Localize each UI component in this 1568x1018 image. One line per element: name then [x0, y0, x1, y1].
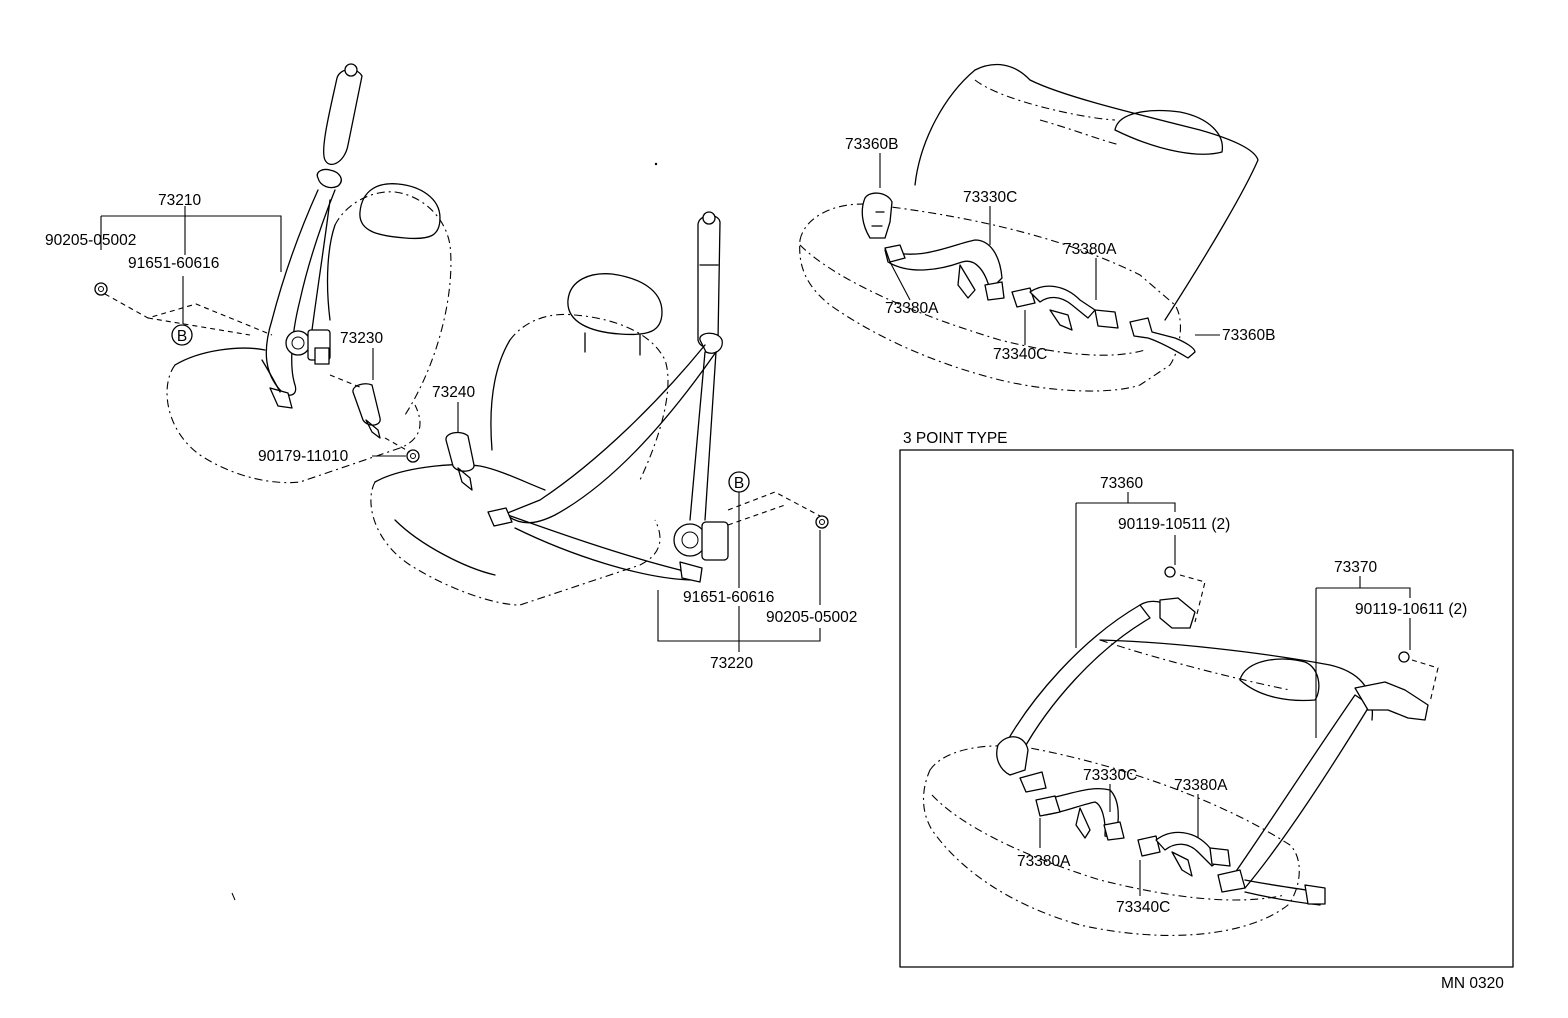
inset-headrest-right — [1239, 658, 1320, 702]
front-right-ref-b: B — [734, 475, 744, 492]
front-right-seat-back-outline — [509, 313, 669, 481]
rear-center-belt-73330c — [884, 239, 1003, 291]
front-right-lap-belt — [504, 513, 691, 581]
front-left-shoulder-anchor — [316, 168, 342, 189]
front-left-ref-b: B — [177, 328, 187, 345]
inset-3-point-type: 3 POINT TYPE — [899, 430, 1514, 968]
front-right-seat-cushion-front — [374, 464, 546, 491]
inset-left-bolt-icon — [1164, 566, 1176, 578]
inset-left-retractor — [996, 736, 1029, 776]
label-90179-11010: 90179-11010 — [258, 448, 349, 465]
front-left-lower-anchor — [269, 387, 293, 409]
label-91651-60616-right: 91651-60616 — [683, 589, 774, 606]
front-left-washer-icon — [94, 282, 108, 296]
front-right-seat-cushion-outline — [370, 481, 661, 606]
inset-seat-cushion-outline — [923, 745, 1300, 936]
front-left-adjuster-bolt — [344, 63, 358, 77]
label-90205-05002-left: 90205-05002 — [45, 232, 136, 249]
front-right-seat-assembly: B 73240 91651-60616 90205-05002 73220 — [370, 211, 857, 672]
label-73380a-top-left: 73380A — [885, 300, 939, 317]
inset-label-73380a-right: 73380A — [1174, 777, 1228, 794]
label-73360b-top-left: 73360B — [845, 136, 898, 153]
inset-label-90119-10511: 90119-10511 (2) — [1118, 516, 1230, 533]
label-73360b-top-right: 73360B — [1222, 327, 1275, 344]
front-right-seat-back-side — [490, 339, 511, 451]
front-right-shoulder-belt — [504, 344, 717, 524]
stray-dot — [654, 162, 658, 166]
rear-seatback-headrest-right — [1114, 109, 1223, 155]
inset-label-90119-10611: 90119-10611 (2) — [1355, 601, 1467, 618]
rear-buckle-73380a-right — [1094, 309, 1119, 329]
front-left-retractor — [285, 329, 331, 365]
inset-right-bolt-icon — [1398, 651, 1410, 663]
footer-code: MN 0320 — [1441, 975, 1504, 992]
label-73330c-top: 73330C — [963, 189, 1017, 206]
front-left-seat-assembly: B 73210 90205-05002 91651-60616 73230 90… — [45, 63, 452, 484]
inset-label-73370: 73370 — [1334, 559, 1377, 576]
inset-seatback-outline — [1099, 639, 1374, 721]
front-right-buckle — [445, 431, 475, 472]
inset-label-73340c: 73340C — [1116, 899, 1170, 916]
front-left-belt-webbing — [265, 189, 336, 396]
inset-right-upper-anchor — [1354, 681, 1429, 721]
rear-seat-cushion-outline — [799, 203, 1181, 392]
front-left-height-adjuster — [323, 68, 363, 165]
inset-buckle-73340c — [1137, 835, 1161, 857]
inset-left-upper-anchor — [1159, 597, 1196, 629]
front-right-shoulder-anchor — [699, 332, 723, 354]
front-left-headrest — [359, 183, 441, 240]
front-left-seat-back-outline — [334, 191, 452, 416]
front-right-retractor — [673, 521, 729, 583]
rear-right-anchor-73360b — [1129, 317, 1196, 359]
front-left-belt-inner — [311, 199, 331, 331]
label-73380a-top-right: 73380A — [1063, 241, 1117, 258]
stray-mark — [231, 892, 236, 901]
inset-right-shoulder-belt — [1229, 694, 1371, 889]
label-73340c-top: 73340C — [993, 346, 1047, 363]
inset-buckle-73380a-left — [1035, 795, 1061, 817]
front-left-ref-b-circle — [171, 324, 193, 346]
front-right-adjuster-bolt — [702, 211, 716, 225]
inset-frame — [899, 449, 1514, 968]
front-left-seat-cushion-top — [174, 347, 266, 366]
front-left-seat-cushion-outline — [166, 364, 421, 484]
inset-label-73380a-left: 73380A — [1017, 853, 1071, 870]
label-73210: 73210 — [158, 192, 201, 209]
rear-buckle-73340c — [1011, 287, 1036, 308]
rear-left-anchor-73360b — [861, 192, 893, 239]
front-left-nut-icon — [406, 449, 420, 463]
front-left-seat-back-side — [326, 224, 336, 321]
inset-label-73360: 73360 — [1100, 475, 1143, 492]
front-right-washer-icon — [815, 515, 829, 529]
label-73230: 73230 — [340, 330, 383, 347]
rear-seatback-outline — [914, 63, 1259, 321]
label-73240: 73240 — [432, 384, 475, 401]
label-91651-60616-left: 91651-60616 — [128, 255, 219, 272]
label-73220: 73220 — [710, 655, 753, 672]
front-left-buckle — [352, 383, 381, 426]
inset-right-retractor — [1217, 869, 1246, 893]
rear-buckle-73380a-left — [884, 244, 906, 263]
inset-left-shoulder-belt — [1004, 604, 1151, 753]
front-right-belt-tongue — [487, 507, 513, 527]
front-right-height-adjuster — [697, 214, 721, 349]
inset-title: 3 POINT TYPE — [903, 430, 1008, 447]
label-90205-05002-right: 90205-05002 — [766, 609, 857, 626]
rear-seat-2point-assembly: 73360B 73330C 73380A 73380A 73340C 73360… — [799, 63, 1275, 392]
front-right-headrest — [567, 273, 663, 336]
inset-label-73330c: 73330C — [1083, 767, 1137, 784]
inset-buckle-73380a-right — [1209, 847, 1231, 867]
